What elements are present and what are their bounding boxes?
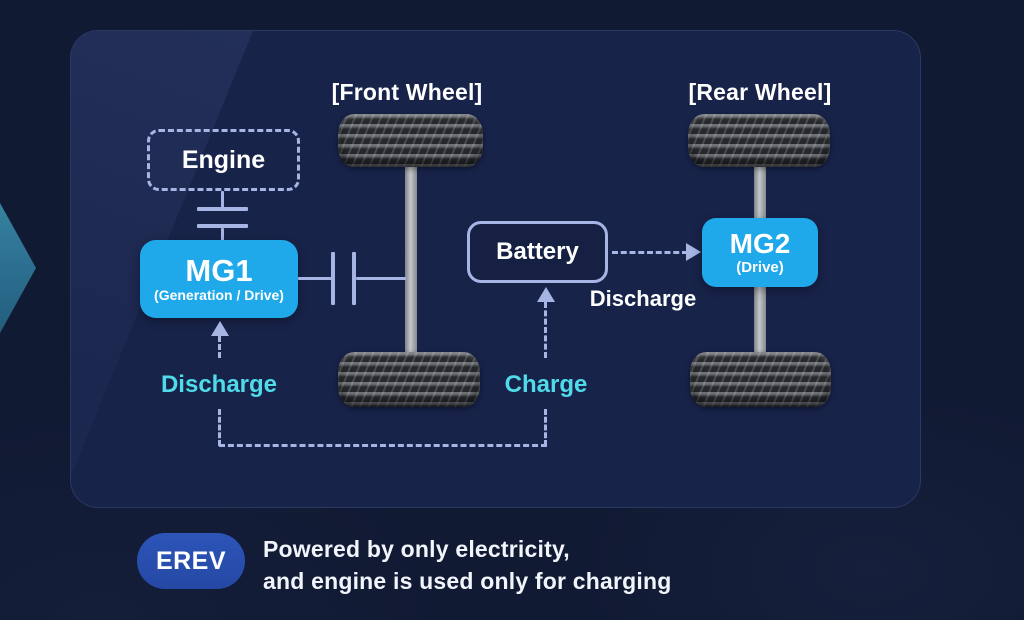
engine-box: Engine	[147, 129, 300, 191]
battery-charge-arrowhead-icon	[537, 287, 555, 302]
mg2-subtitle: (Drive)	[736, 258, 784, 276]
battery-to-mg2-dashed-line	[612, 251, 688, 254]
battery-label: Battery	[496, 238, 579, 265]
front-top-tire	[338, 114, 483, 167]
battery-to-mg2-arrowhead-icon	[686, 243, 701, 261]
mg1-subtitle: (Generation / Drive)	[154, 287, 284, 304]
erev-description-line1: Powered by only electricity,	[263, 536, 570, 562]
mg1-box: MG1 (Generation / Drive)	[140, 240, 298, 318]
engine-label: Engine	[181, 145, 266, 174]
front-wheel-label: [Front Wheel]	[331, 79, 483, 105]
battery-box: Battery	[467, 221, 608, 283]
rear-wheel-label: [Rear Wheel]	[688, 79, 832, 105]
erev-description-line2: and engine is used only for charging	[263, 568, 672, 594]
front-bottom-tire	[338, 352, 480, 407]
discharge-label-top: Discharge	[589, 286, 697, 311]
chevron-right-icon	[0, 203, 36, 333]
erev-badge-label: EREV	[155, 546, 227, 575]
rear-bottom-tire	[690, 352, 831, 407]
erev-badge: EREV	[137, 533, 245, 589]
erev-description: Powered by only electricity, and engine …	[263, 533, 671, 597]
mg2-box: MG2 (Drive)	[702, 218, 818, 287]
mg1-title: MG1	[185, 252, 253, 288]
front-axle	[405, 160, 417, 358]
rear-top-tire	[688, 114, 830, 167]
charge-label: Charge	[504, 371, 588, 398]
discharge-label-bottom: Discharge	[160, 371, 278, 398]
mg1-discharge-arrowhead-icon	[211, 321, 229, 336]
mg2-title: MG2	[729, 228, 791, 260]
